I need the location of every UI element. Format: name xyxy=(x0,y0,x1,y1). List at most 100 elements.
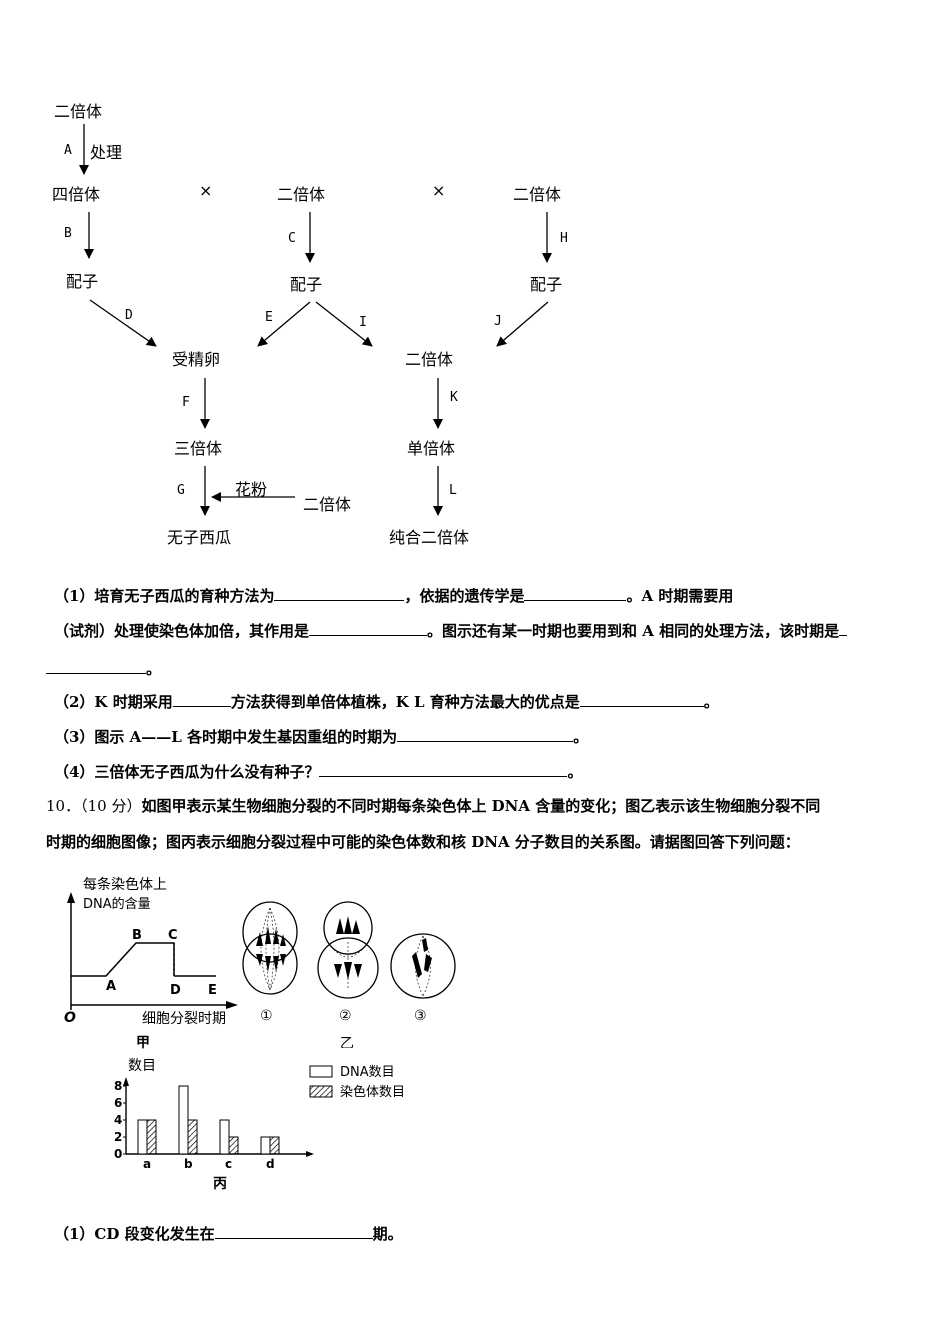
bing-category-c: c xyxy=(225,1157,232,1171)
arrow-d xyxy=(89,299,157,347)
step-label-d: D xyxy=(125,308,133,323)
bar-dna-b xyxy=(178,1085,189,1155)
figure-jia: 每条染色体上 DNA的含量 A B C D E O 细胞分裂时期 甲 xyxy=(64,876,238,1051)
q10-sub1: （1）CD 段变化发生在期。 xyxy=(54,1224,403,1243)
bing-y-tick-label: 0 xyxy=(114,1147,122,1161)
node-gamete-left: 配子 xyxy=(66,272,99,291)
bing-category-d: d xyxy=(266,1157,275,1171)
jia-origin: O xyxy=(64,1010,76,1026)
bing-y-tick-label: 4 xyxy=(114,1113,122,1127)
node-tetraploid: 四倍体 xyxy=(52,185,101,204)
jia-point-e: E xyxy=(208,983,217,998)
answer-blank-kl-advantage[interactable] xyxy=(579,692,704,707)
node-diploid-right: 二倍体 xyxy=(513,185,562,204)
cross-symbol-1: × xyxy=(199,181,213,200)
flowchart-arrows xyxy=(79,124,552,516)
jia-caption: 甲 xyxy=(136,1035,150,1051)
jia-x-axis-arrow xyxy=(226,1001,238,1009)
bing-category-b: b xyxy=(184,1157,193,1171)
bar-chromosome-a xyxy=(146,1119,157,1155)
bar-dna-c xyxy=(219,1119,230,1155)
cell-label-1: ① xyxy=(260,1008,273,1024)
bing-y-tick-label: 8 xyxy=(114,1079,122,1093)
step-label-c: C xyxy=(288,231,296,246)
node-diploid-pollen-source: 二倍体 xyxy=(303,495,352,514)
bar-chromosome-c xyxy=(228,1136,239,1155)
bing-y-axis-arrow xyxy=(123,1077,129,1086)
step-label-b: B xyxy=(64,226,72,241)
q9-sub4: （4）三倍体无子西瓜为什么没有种子？。 xyxy=(54,762,583,781)
jia-ylabel-line2: DNA的含量 xyxy=(83,896,151,912)
step-label-k: K xyxy=(450,390,458,405)
node-haploid: 单倍体 xyxy=(407,439,456,458)
bing-category-a: a xyxy=(143,1157,151,1171)
node-diploid-mid: 二倍体 xyxy=(277,185,326,204)
bing-y-tick-label: 2 xyxy=(114,1130,122,1144)
pollen-label: 花粉 xyxy=(235,480,268,499)
answer-blank-recombination[interactable] xyxy=(397,727,574,742)
q9-sub2: （2）K 时期采用方法获得到单倍体植株，K L 育种方法最大的优点是。 xyxy=(54,692,719,711)
node-gamete-mid: 配子 xyxy=(290,275,323,294)
cell-1 xyxy=(242,901,298,995)
cell-label-2: ② xyxy=(339,1008,352,1024)
cell-3 xyxy=(390,933,456,999)
bing-x-axis-arrow xyxy=(306,1151,314,1157)
node-zygote: 受精卵 xyxy=(172,350,221,369)
bar-dna-a xyxy=(137,1119,148,1155)
legend-label-chromosome: 染色体数目 xyxy=(340,1084,405,1100)
answer-blank-period-start[interactable] xyxy=(839,621,848,636)
q10-stem-line2: 时期的细胞图像；图丙表示细胞分裂过程中可能的染色体数和核 DNA 分子数目的关系… xyxy=(46,833,800,851)
answer-blank-k-method[interactable] xyxy=(172,692,231,707)
legend-swatch-dna xyxy=(309,1065,333,1078)
bing-category-labels: a b c d xyxy=(143,1157,275,1171)
node-triploid: 三倍体 xyxy=(174,439,223,458)
answer-blank-reagent-effect[interactable] xyxy=(309,621,428,636)
step-label-g: G xyxy=(177,483,185,498)
jia-point-c: C xyxy=(168,928,178,943)
answer-blank-method[interactable] xyxy=(274,586,405,601)
q10-stem-line1: 10．（10 分）如图甲表示某生物细胞分裂的不同时期每条染色体上 DNA 含量的… xyxy=(46,797,821,815)
figure-bing-chart: 数目 0 2 4 6 8 a b c d DNA数目 染色体数目 丙 xyxy=(114,1058,405,1192)
yi-caption: 乙 xyxy=(340,1036,354,1048)
step-label-h: H xyxy=(560,231,568,246)
jia-xlabel: 细胞分裂时期 xyxy=(142,1011,226,1027)
jia-y-axis-arrow xyxy=(67,892,75,903)
node-diploid-top: 二倍体 xyxy=(54,102,103,121)
jia-point-b: B xyxy=(132,928,142,943)
answer-blank-cd-phase[interactable] xyxy=(214,1224,373,1239)
bing-y-tick-label: 6 xyxy=(114,1096,122,1110)
bing-ylabel: 数目 xyxy=(128,1058,156,1074)
cross-symbol-2: × xyxy=(432,181,446,200)
step-label-l: L xyxy=(449,483,457,498)
answer-blank-seedless-reason[interactable] xyxy=(319,762,568,777)
step-label-i: I xyxy=(359,315,367,330)
figure-yi: ① ② ③ 乙 xyxy=(242,901,456,1048)
step-label-j: J xyxy=(494,314,502,329)
answer-blank-principle[interactable] xyxy=(524,586,627,601)
arrow-i xyxy=(315,301,373,347)
node-diploid-center: 二倍体 xyxy=(405,350,454,369)
arrow-e xyxy=(257,301,311,347)
bar-dna-d xyxy=(260,1136,271,1155)
bing-bars xyxy=(137,1085,280,1155)
node-gamete-right: 配子 xyxy=(530,275,563,294)
jia-curve-solid xyxy=(71,942,175,977)
bar-chromosome-b xyxy=(187,1119,198,1155)
step-label-f: F xyxy=(182,395,190,410)
jia-ylabel-line1: 每条染色体上 xyxy=(83,876,167,893)
q9-sub1-line3: 。 xyxy=(46,658,161,679)
cell-label-3: ③ xyxy=(414,1008,427,1024)
q9-sub1-line2: （试剂）处理使染色体加倍，其作用是。图示还有某一时期也要用到和 A 相同的处理方… xyxy=(54,620,848,641)
answer-blank-period[interactable] xyxy=(46,659,146,674)
bing-caption: 丙 xyxy=(213,1176,227,1192)
bing-legend: DNA数目 染色体数目 xyxy=(309,1065,405,1100)
cell-2 xyxy=(317,901,379,999)
bing-ticks: 0 2 4 6 8 xyxy=(114,1079,126,1161)
step-label-e: E xyxy=(265,310,273,325)
node-seedless-watermelon: 无子西瓜 xyxy=(167,528,232,547)
q9-sub3: （3）图示 A——L 各时期中发生基因重组的时期为。 xyxy=(54,727,589,746)
arrow-j xyxy=(496,301,549,347)
legend-label-dna: DNA数目 xyxy=(340,1065,395,1080)
node-pure-diploid: 纯合二倍体 xyxy=(389,528,470,547)
bar-chromosome-d xyxy=(269,1136,280,1155)
